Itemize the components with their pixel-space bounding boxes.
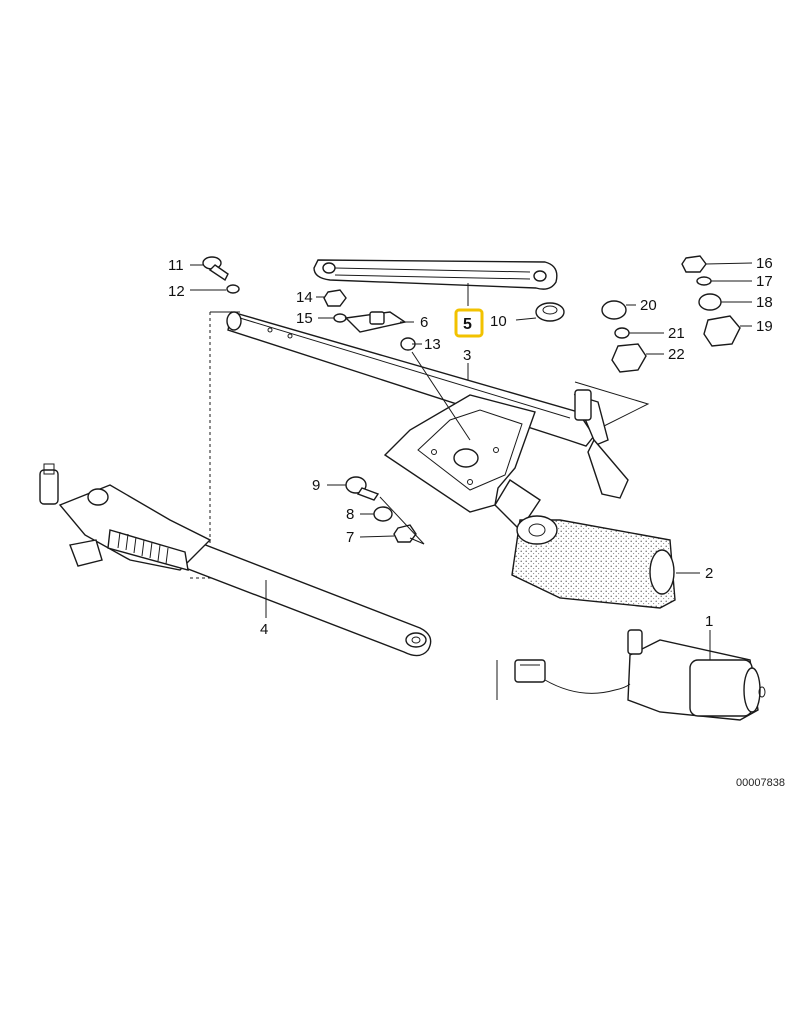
bushing-part-10: [535, 302, 565, 322]
callout-12: 12: [168, 283, 185, 300]
washer-part-12: [226, 284, 240, 294]
bolt-part-11: [202, 256, 229, 282]
small-parts: [202, 255, 741, 543]
nut-part-14: [323, 289, 347, 307]
callout-15: 15: [296, 310, 313, 327]
callout-9: 9: [312, 477, 320, 494]
callout-1: 1: [705, 613, 713, 630]
link-rod-part-5: [313, 259, 558, 290]
callout-10: 10: [490, 313, 507, 330]
washer-part-18: [698, 293, 722, 311]
callout-21: 21: [668, 325, 685, 342]
bolt-part-13: [400, 337, 471, 441]
wiper-motor-gearbox-part-2: [511, 515, 676, 609]
wiper-motor-part-1: [514, 629, 766, 721]
left-wiper-pivot: [39, 463, 212, 571]
nut-part-16: [681, 255, 707, 273]
callout-14: 14: [296, 289, 313, 306]
callout-20: 20: [640, 297, 657, 314]
reference-code: 00007838: [736, 777, 785, 789]
callout-5: 5: [463, 316, 472, 333]
callout-18: 18: [756, 294, 773, 311]
washer-part-21: [614, 327, 630, 339]
callout-2: 2: [705, 565, 713, 582]
callout-5-highlight: [454, 308, 484, 338]
bracket-part-6: [344, 311, 407, 333]
callout-17: 17: [756, 273, 773, 290]
callout-16: 16: [756, 255, 773, 272]
callout-4: 4: [260, 621, 268, 638]
callout-6: 6: [420, 314, 428, 331]
callout-labels: 11 12 14 15 6 13 5 10 3 9 8 7 4 2 1 16 1…: [168, 255, 773, 638]
callout-7: 7: [346, 529, 354, 546]
bolt-part-9: [345, 476, 380, 501]
wiper-frame-part-3: [226, 311, 629, 532]
washer-part-15: [333, 313, 347, 323]
bolt-part-8: [373, 506, 393, 522]
callout-3: 3: [463, 347, 471, 364]
nut-part-22: [611, 343, 647, 373]
callout-11: 11: [168, 257, 184, 274]
callout-13: 13: [424, 336, 441, 353]
nut-part-19: [703, 315, 741, 347]
left-linkage-coil: [117, 531, 169, 565]
callout-22: 22: [668, 346, 685, 363]
washer-part-17: [696, 276, 712, 286]
bushing-part-20: [601, 300, 627, 320]
leader-lines: [190, 262, 753, 660]
callout-8: 8: [346, 506, 354, 523]
callout-19: 19: [756, 318, 773, 335]
